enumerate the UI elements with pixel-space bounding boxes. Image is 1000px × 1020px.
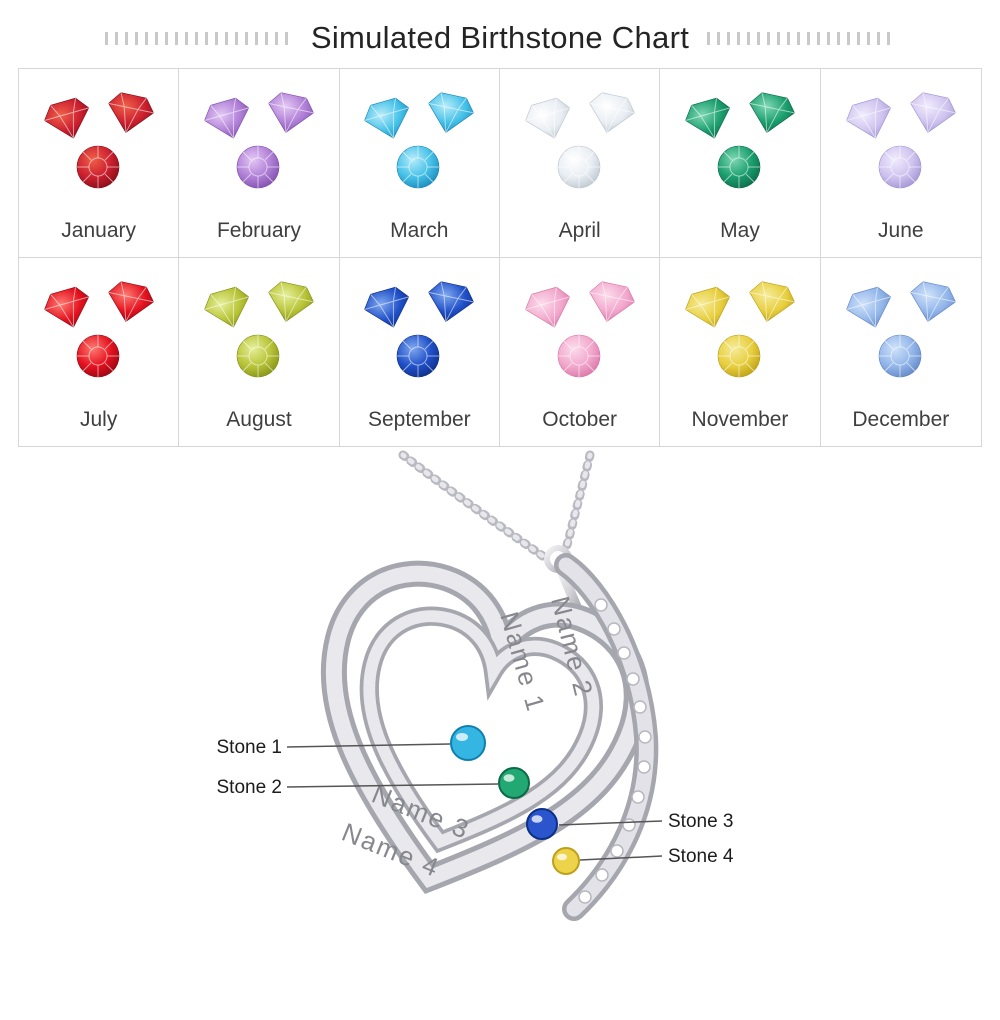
band-crystals (578, 598, 652, 904)
right-dashes (707, 31, 896, 45)
gem-cluster (204, 92, 314, 189)
gem-cluster (524, 92, 635, 189)
gem-cluster (43, 92, 154, 189)
pendant-figure: Name 1 Name 2 Name 3 Name 4 Stone 1 Ston… (0, 447, 1000, 1001)
month-cell: May (660, 69, 821, 258)
gem-cluster (845, 281, 956, 378)
gem-cluster (364, 281, 475, 378)
month-label: March (390, 219, 449, 242)
month-cell: April (499, 69, 661, 258)
gem-cluster (685, 281, 795, 378)
stone-2 (498, 767, 530, 799)
gem-cluster (685, 92, 795, 189)
stone-4-label: Stone 4 (668, 846, 734, 867)
stone-2-highlight-icon (503, 774, 515, 782)
stone-callouts: Stone 1 Stone 2 Stone 3 Stone 4 (217, 737, 734, 867)
stone-1 (450, 725, 486, 761)
crystal-band (554, 553, 659, 921)
month-label: September (367, 408, 471, 431)
month-cell: October (500, 258, 661, 446)
month-label: October (542, 408, 617, 431)
stone-4-highlight-icon (557, 853, 567, 861)
month-label: June (878, 219, 924, 242)
gem-cluster (43, 281, 154, 378)
month-label: February (216, 219, 301, 242)
month-label: December (852, 408, 950, 431)
stone-1-label: Stone 1 (217, 737, 283, 758)
month-cell: March (339, 69, 500, 258)
month-label: January (61, 219, 137, 242)
month-cell: June (820, 69, 981, 258)
month-label: July (79, 408, 118, 431)
gem-cluster (204, 281, 314, 378)
necklace-chain (398, 450, 595, 620)
stone-1-highlight-icon (456, 733, 468, 741)
month-label: November (691, 408, 789, 431)
left-dashes (104, 31, 293, 45)
stone-4 (552, 847, 580, 875)
month-label: April (558, 219, 601, 242)
month-cell: August (179, 258, 340, 446)
stone-3-highlight-icon (531, 815, 543, 823)
pendant-stones (450, 725, 580, 875)
gem-cluster (524, 281, 635, 378)
chart-title-bar: Simulated Birthstone Chart (0, 20, 1000, 56)
month-label: August (226, 408, 292, 431)
month-label: May (720, 219, 760, 242)
page-title: Simulated Birthstone Chart (310, 20, 690, 55)
month-cell: July (19, 258, 180, 446)
month-cell: February (179, 69, 340, 258)
month-cell: December (821, 258, 981, 446)
month-cell: September (340, 258, 500, 446)
stone-3-label: Stone 3 (668, 811, 734, 832)
month-cell: January (19, 69, 180, 258)
month-cell: November (660, 258, 821, 446)
stone-3 (526, 808, 558, 840)
necklace-illustration: Name 1 Name 2 Name 3 Name 4 Stone 1 Ston… (217, 450, 734, 1001)
gem-cluster (845, 92, 956, 189)
stone-2-label: Stone 2 (217, 777, 283, 798)
gem-cluster (364, 92, 475, 189)
